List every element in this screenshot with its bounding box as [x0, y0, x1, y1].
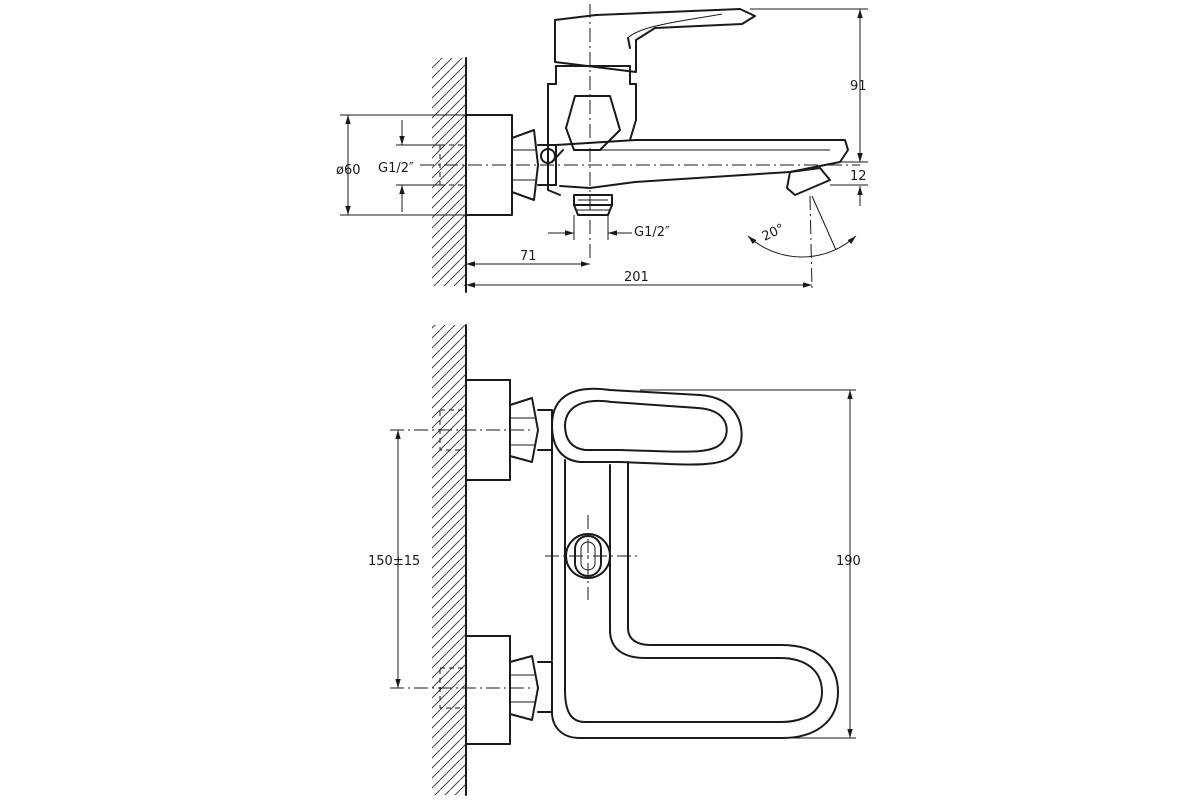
lever-handle-top	[551, 387, 743, 466]
wall-section-top	[432, 324, 467, 796]
dim-label-height: 91	[850, 79, 867, 94]
dim-label-diameter: ø60	[336, 163, 361, 178]
dim-label-drop: 12	[850, 169, 867, 184]
dim-label-outlet-thread: G1/2″	[634, 225, 670, 240]
dim-label-inlet-thread: G1/2″	[378, 161, 414, 176]
dim-offset-71: 71	[466, 249, 590, 267]
mixer-body-top	[551, 449, 566, 691]
dim-length-190: 190	[640, 389, 861, 739]
spout-side	[555, 139, 849, 196]
dim-inlet-thread: G1/2″	[378, 120, 440, 212]
spout-top	[551, 461, 839, 739]
dim-label-spacing: 150±15	[368, 554, 420, 569]
dim-label-length: 190	[836, 554, 861, 569]
outlet-axis-side	[809, 195, 813, 289]
dim-height-91: 91	[750, 8, 868, 163]
dim-angle-20: 20°	[747, 195, 857, 258]
dim-label-reach: 201	[624, 270, 649, 285]
dim-reach-201: 201	[466, 270, 812, 288]
dim-label-angle: 20°	[760, 221, 787, 244]
dim-drop-12: 12	[830, 140, 868, 206]
mixer-body-side	[547, 65, 637, 196]
outlet-thread-side	[573, 194, 613, 216]
lever-handle-side	[554, 8, 756, 73]
dim-spacing-150: 150±15	[368, 430, 420, 688]
wall-section-side	[432, 57, 467, 293]
dim-label-offset: 71	[520, 249, 537, 264]
side-view: 91 12 ø60 G1/2″	[336, 4, 868, 293]
dim-outlet-thread: G1/2″	[548, 215, 670, 240]
dim-diameter-60: ø60	[336, 114, 466, 216]
top-view: 150±15 190	[368, 324, 861, 796]
